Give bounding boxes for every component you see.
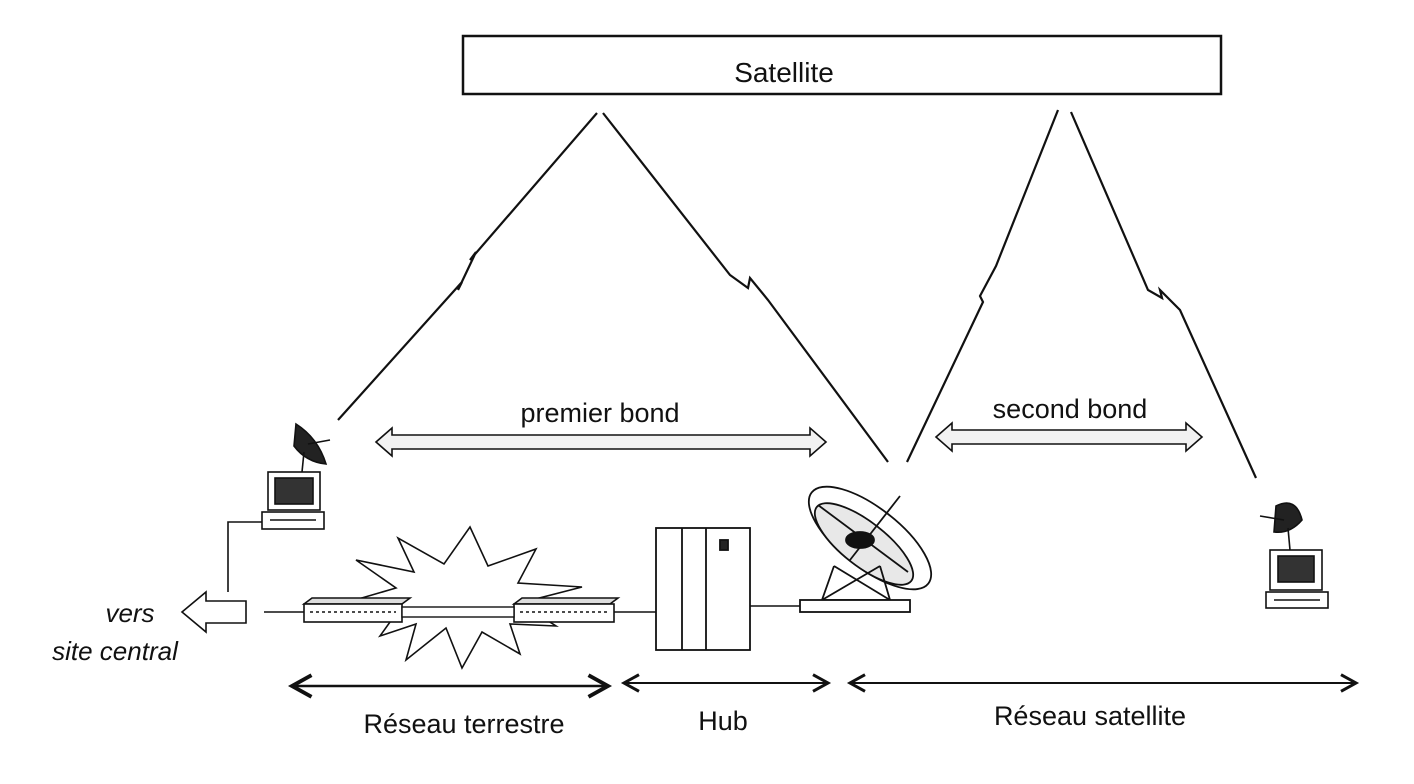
vsat-terminal-right-icon <box>1259 502 1329 609</box>
satellite-label: Satellite <box>734 57 834 88</box>
second-hop-label: second bond <box>993 394 1148 424</box>
network-cloud-burst-icon <box>347 525 583 670</box>
satellite-box: Satellite <box>461 34 1223 96</box>
destination-line2: site central <box>52 636 179 666</box>
segment-label-terrestrial: Réseau terrestre <box>363 709 564 739</box>
terrestrial-trunk <box>401 606 515 618</box>
radio-link-hub-up <box>602 112 889 463</box>
radio-link-left-up <box>337 112 598 421</box>
radio-link-right-down <box>1069 111 1258 479</box>
hub-rack-icon <box>655 527 751 651</box>
vsat-terminal-left-icon <box>261 422 331 530</box>
hop-arrow-first <box>374 426 828 458</box>
terminal-link-left <box>227 521 262 592</box>
router-icon-left <box>301 597 413 623</box>
radio-link-hub-right-up <box>906 109 1060 463</box>
outbound-arrow-icon <box>180 590 247 634</box>
parabolic-dish-icon <box>799 485 933 613</box>
first-hop-label: premier bond <box>520 398 679 428</box>
router-icon-right <box>511 597 621 623</box>
segment-label-satellite: Réseau satellite <box>994 701 1186 731</box>
hop-arrow-second <box>934 421 1204 453</box>
destination-line1: vers <box>105 598 154 628</box>
segment-label-hub: Hub <box>698 706 748 736</box>
radio-links <box>337 109 1258 479</box>
